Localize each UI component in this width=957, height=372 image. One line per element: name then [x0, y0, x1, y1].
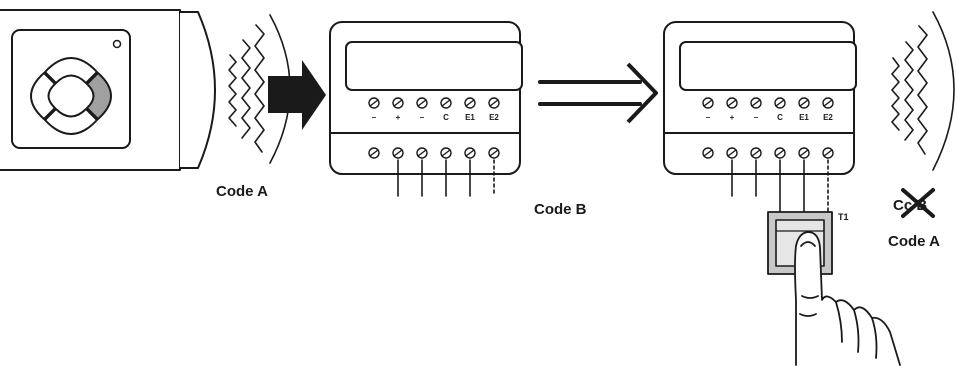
terminal-label: E1 — [799, 113, 809, 122]
receiver-label-window — [679, 41, 857, 91]
hand-press-icon — [794, 231, 901, 366]
terminal-screws-bottom — [368, 147, 500, 159]
terminal-label: + — [730, 113, 735, 122]
terminal-label: E2 — [489, 113, 499, 122]
pushbutton-label: T1 — [838, 212, 849, 222]
terminal-screws-top — [702, 97, 834, 109]
terminal-labels-2: – + – C E1 E2 — [706, 113, 834, 122]
terminal-labels-1: – + – C E1 E2 — [372, 113, 500, 122]
radio-wave-icon — [891, 11, 955, 171]
terminal-label: – — [420, 113, 425, 122]
remote-button-right-active — [86, 72, 112, 120]
terminal-screws-top — [368, 97, 500, 109]
double-line-arrow-icon — [538, 62, 658, 124]
receiver-module-1: – + – C E1 E2 — [329, 21, 523, 197]
new-code-label: Code A — [888, 233, 940, 250]
x-mark-icon — [901, 188, 935, 218]
terminal-screws-bottom — [702, 147, 834, 159]
solid-right-arrow-icon — [268, 60, 326, 130]
terminal-label: + — [396, 113, 401, 122]
wires-1 — [397, 159, 495, 197]
remote-button-left — [30, 72, 56, 120]
remote-control — [0, 9, 216, 171]
terminal-label: – — [372, 113, 377, 122]
terminal-label: – — [754, 113, 759, 122]
terminal-label: E2 — [823, 113, 833, 122]
receiver-module-2: – + – C E1 E2 — [663, 21, 857, 215]
receiver-label-window — [345, 41, 523, 91]
center-code-label: Code B — [534, 201, 587, 218]
led-indicator — [112, 39, 122, 49]
terminal-label: C — [443, 113, 449, 122]
terminal-label: – — [706, 113, 711, 122]
remote-code-label: Code A — [216, 183, 268, 200]
terminal-label: E1 — [465, 113, 475, 122]
remote-keypad — [11, 29, 131, 149]
terminal-label: C — [777, 113, 783, 122]
wires-2 — [731, 159, 829, 215]
remote-button-down — [44, 108, 98, 135]
remote-button-up — [44, 57, 98, 84]
